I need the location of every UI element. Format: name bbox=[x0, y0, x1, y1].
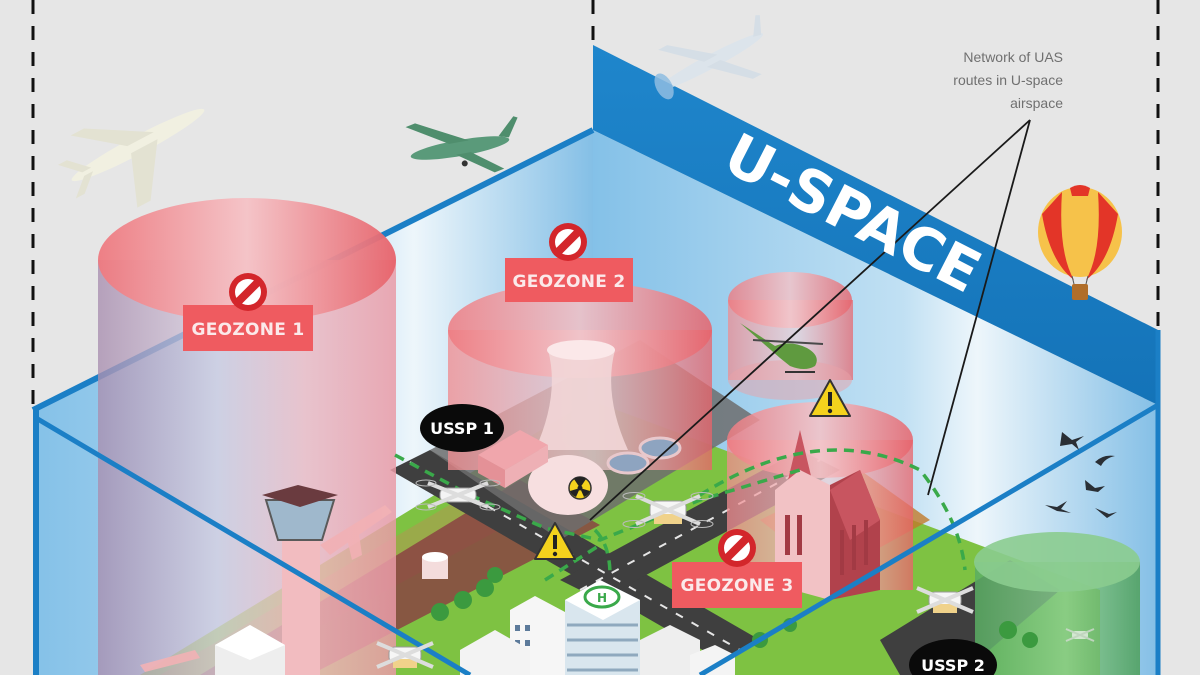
glider-icon bbox=[654, 15, 764, 100]
birds-icon bbox=[1045, 432, 1117, 518]
geozone-2-label: GEOZONE 2 bbox=[505, 223, 633, 302]
drone-icon bbox=[376, 641, 434, 669]
ussp-2-badge: USSP 2 bbox=[909, 639, 997, 675]
geozone-3-label: GEOZONE 3 bbox=[672, 529, 802, 608]
no-entry-icon bbox=[718, 529, 756, 567]
svg-text:GEOZONE 1: GEOZONE 1 bbox=[191, 320, 304, 340]
radiation-icon bbox=[568, 476, 592, 500]
control-tower bbox=[262, 485, 338, 675]
ussp-1-badge: USSP 1 bbox=[420, 404, 504, 452]
trees bbox=[431, 567, 1038, 648]
drones bbox=[376, 479, 1095, 669]
drone-icon bbox=[622, 492, 714, 528]
svg-text:USSP 1: USSP 1 bbox=[430, 419, 494, 438]
hot-air-balloon-icon bbox=[1038, 185, 1122, 300]
drone-icon bbox=[916, 586, 974, 614]
warning-triangle-icon bbox=[809, 379, 851, 417]
geozone-1-label: GEOZONE 1 bbox=[183, 273, 313, 351]
svg-text:USSP 2: USSP 2 bbox=[921, 656, 985, 675]
no-entry-icon bbox=[229, 273, 267, 311]
uspace-banner bbox=[593, 45, 1158, 405]
annotation-pointer-lines bbox=[589, 119, 1031, 521]
svg-text:routes in U-space: routes in U-space bbox=[953, 72, 1063, 88]
dashed-guides bbox=[31, 0, 1160, 410]
svg-text:Network of UAS: Network of UAS bbox=[963, 49, 1063, 65]
light-aircraft-icon bbox=[405, 116, 518, 173]
city-buildings: H bbox=[215, 552, 735, 675]
svg-text:GEOZONE 3: GEOZONE 3 bbox=[680, 576, 793, 596]
helicopter-icon bbox=[740, 323, 824, 373]
parked-airplane bbox=[140, 505, 392, 672]
drone-icon bbox=[1065, 628, 1095, 642]
drone-icon bbox=[415, 479, 501, 511]
svg-text:H: H bbox=[597, 591, 607, 605]
no-entry-icon bbox=[549, 223, 587, 261]
uspace-front-edges bbox=[34, 402, 1160, 675]
nuclear-plant bbox=[478, 340, 682, 515]
svg-text:airspace: airspace bbox=[1010, 95, 1063, 111]
annotation-text: Network of UAS routes in U-space airspac… bbox=[953, 49, 1063, 111]
helicopter-zone-cylinder bbox=[728, 272, 853, 400]
helipad-icon: H bbox=[583, 585, 621, 609]
airliner-icon bbox=[57, 108, 205, 208]
svg-text:GEOZONE 2: GEOZONE 2 bbox=[512, 272, 625, 292]
green-zone-cylinder bbox=[974, 532, 1140, 675]
warning-triangle-icon bbox=[534, 522, 576, 560]
